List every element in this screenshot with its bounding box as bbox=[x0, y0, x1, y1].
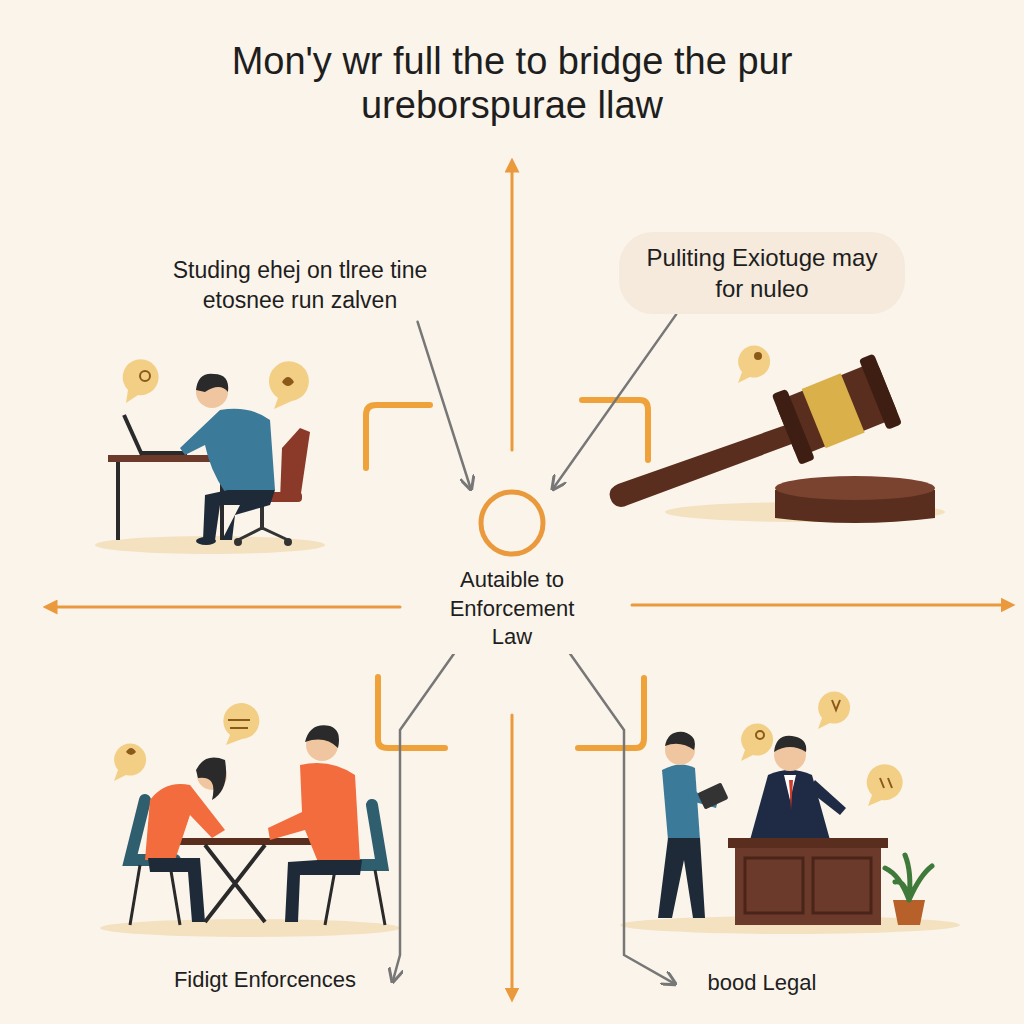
speech-bubble-icons bbox=[114, 346, 903, 806]
diagram-title: Mon'y wr full the to bridge the pur ureb… bbox=[212, 40, 812, 127]
gavel bbox=[610, 353, 945, 523]
hub-circle bbox=[477, 488, 547, 558]
label-node: bood Legal bbox=[674, 965, 850, 1002]
axis-lines bbox=[50, 165, 1008, 995]
node-text: Puliting Exiotuge may for nuleo bbox=[637, 242, 887, 304]
node-text: Fidigt Enforcences bbox=[145, 966, 385, 995]
flow-arrow bbox=[418, 322, 471, 488]
label-node: Fidigt Enforcences bbox=[137, 962, 393, 999]
label-node: Studing ehej on tlree tine etosnee run z… bbox=[132, 250, 468, 322]
hub-ring bbox=[481, 492, 543, 554]
node-text: bood Legal bbox=[682, 969, 842, 998]
node-text: Studing ehej on tlree tine etosnee run z… bbox=[140, 256, 460, 316]
people-at-table bbox=[100, 725, 400, 937]
flow-arrow bbox=[570, 654, 674, 984]
hub-node: Autaible to Enforcement Law bbox=[429, 488, 595, 654]
bracket-marks bbox=[366, 400, 648, 748]
legal-consultation bbox=[620, 732, 960, 934]
flow-arrow bbox=[393, 654, 454, 981]
flow-arrow bbox=[554, 314, 677, 488]
label-node: Puliting Exiotuge may for nuleo bbox=[619, 232, 905, 314]
node-text: Autaible to Enforcement Law bbox=[437, 564, 587, 654]
